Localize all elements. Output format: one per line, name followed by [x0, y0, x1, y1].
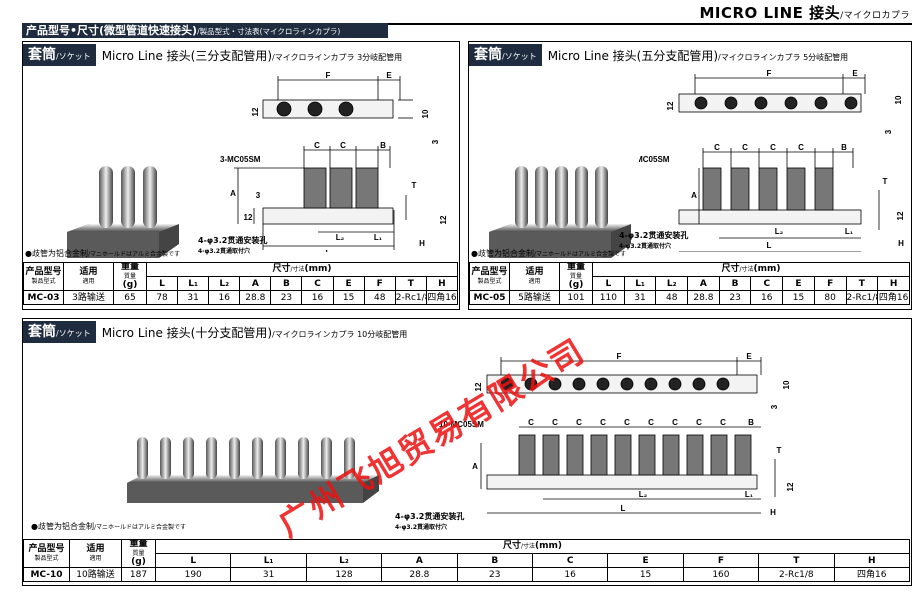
- socket-tag: 套筒/ソケット: [23, 44, 96, 66]
- mc03-product-photo: [67, 166, 179, 258]
- svg-text:B: B: [748, 418, 754, 427]
- svg-text:H: H: [419, 239, 425, 248]
- col-dims: 尺寸/寸法(mm): [146, 262, 458, 277]
- mc05-drawing: F E 12 10 3 C C C C B A L₂ L₁ L T H 12 5-MC…: [639, 70, 905, 252]
- svg-text:3: 3: [431, 139, 440, 144]
- svg-text:12: 12: [474, 382, 483, 391]
- mc05-callout: 5-MC05SM: [639, 155, 670, 164]
- svg-text:H: H: [898, 239, 904, 248]
- svg-text:F: F: [767, 70, 772, 78]
- svg-text:C: C: [624, 418, 630, 427]
- svg-text:B: B: [380, 141, 386, 150]
- svg-text:C: C: [770, 143, 776, 152]
- svg-text:C: C: [340, 141, 346, 150]
- panel-mc03: 套筒/ソケット Micro Line 接头(三分支配管用)/マイクロラインカプラ…: [22, 41, 460, 310]
- mc10-material-note: ●歧管为铝合金制/マニホールドはアルミ合金製です: [31, 522, 186, 531]
- svg-text:L₂: L₂: [639, 490, 648, 499]
- socket-tag: 套筒/ソケット: [469, 44, 542, 66]
- svg-text:E: E: [746, 352, 752, 361]
- mc03-drawing: F E 12 10 3 C C B A 12 3 L₂ L₁ L T H 12 …: [220, 71, 448, 252]
- svg-text:C: C: [714, 143, 720, 152]
- svg-text:C: C: [798, 143, 804, 152]
- brand-title: MICRO LINE 接头/マイクロカプラ: [699, 4, 910, 22]
- svg-text:12: 12: [244, 213, 253, 222]
- panel-mc03-header: 套筒/ソケット Micro Line 接头(三分支配管用)/マイクロラインカプラ…: [23, 42, 402, 68]
- col-use: 适用適用: [63, 262, 114, 291]
- svg-text:12: 12: [439, 215, 448, 224]
- panel-mc10: 套筒/ソケット Micro Line 接头(十分支配管用)/マイクロラインカプラ…: [22, 318, 912, 586]
- mc10-callout: 10-MC05SM: [439, 420, 484, 429]
- mc10-product-photo: [127, 437, 379, 503]
- svg-text:E: E: [386, 71, 392, 80]
- svg-text:A: A: [691, 191, 697, 200]
- svg-text:L₁: L₁: [745, 490, 754, 499]
- svg-text:H: H: [770, 508, 776, 517]
- svg-text:10: 10: [782, 380, 791, 389]
- svg-text:C: C: [552, 418, 558, 427]
- svg-text:L: L: [621, 504, 626, 513]
- svg-text:C: C: [720, 418, 726, 427]
- svg-text:C: C: [576, 418, 582, 427]
- panel-mc05: 套筒/ソケット Micro Line 接头(五分支配管用)/マイクロラインカプラ…: [468, 41, 912, 310]
- svg-text:L: L: [326, 249, 331, 252]
- mc05-material-note: ●歧管为铝合金制/マニホールドはアルミ合金製です: [471, 249, 626, 258]
- section-title: 产品型号•尺寸(微型管道快速接头)/製品型式・寸法表(マイクロラインカプラ): [22, 23, 388, 38]
- svg-text:E: E: [852, 70, 858, 78]
- svg-text:A: A: [230, 189, 236, 198]
- svg-text:C: C: [672, 418, 678, 427]
- svg-text:T: T: [777, 446, 782, 455]
- mc03-material-note: ●歧管为铝合金制/マニホールドはアルミ合金製です: [25, 249, 180, 258]
- svg-text:F: F: [617, 352, 622, 361]
- mc05-product-photo: [489, 166, 631, 258]
- svg-text:F: F: [326, 71, 331, 80]
- svg-text:10: 10: [894, 95, 903, 104]
- table-row: MC-055路输送101110314828.8231615802-Rc1/8四角…: [469, 290, 910, 305]
- svg-text:12: 12: [786, 482, 795, 491]
- svg-text:12: 12: [251, 107, 260, 116]
- svg-text:T: T: [883, 177, 888, 186]
- svg-text:12: 12: [666, 101, 675, 110]
- svg-text:C: C: [742, 143, 748, 152]
- panel-mc05-header: 套筒/ソケット Micro Line 接头(五分支配管用)/マイクロラインカプラ…: [469, 42, 848, 68]
- panel-mc03-title: Micro Line 接头(三分支配管用)/マイクロラインカプラ 3分岐配管用: [101, 48, 403, 63]
- svg-text:L₁: L₁: [374, 233, 383, 242]
- svg-text:C: C: [648, 418, 654, 427]
- svg-text:L₂: L₂: [336, 233, 345, 242]
- mc10-drawing: F E 12 10 3 C C C C C C C C C B A L₂ L₁ L T H 12…: [439, 352, 795, 517]
- svg-text:3: 3: [770, 404, 779, 409]
- panel-mc10-title: Micro Line 接头(十分支配管用)/マイクロラインカプラ 10分岐配管用: [101, 325, 408, 340]
- svg-text:A: A: [472, 462, 478, 471]
- col-model: 产品型号製品型式: [23, 262, 64, 291]
- svg-text:L₂: L₂: [775, 227, 784, 236]
- panel-mc05-title: Micro Line 接头(五分支配管用)/マイクロラインカプラ 5分岐配管用: [547, 48, 849, 63]
- svg-text:B: B: [841, 143, 847, 152]
- svg-text:L₁: L₁: [845, 227, 854, 236]
- svg-text:3: 3: [256, 191, 261, 200]
- svg-text:12: 12: [896, 211, 905, 220]
- svg-text:C: C: [696, 418, 702, 427]
- col-weight: 重量質量(g): [113, 262, 147, 291]
- svg-text:C: C: [600, 418, 606, 427]
- svg-text:10: 10: [421, 109, 430, 118]
- svg-text:3: 3: [884, 129, 893, 134]
- svg-text:C: C: [314, 141, 320, 150]
- socket-tag: 套筒/ソケット: [23, 321, 96, 343]
- panel-mc10-header: 套筒/ソケット Micro Line 接头(十分支配管用)/マイクロラインカプラ…: [23, 319, 407, 345]
- header-rule: [22, 23, 912, 25]
- mc03-callout: 3-MC05SM: [220, 155, 261, 164]
- svg-text:T: T: [412, 181, 417, 190]
- svg-text:L: L: [767, 241, 772, 250]
- svg-text:C: C: [528, 418, 534, 427]
